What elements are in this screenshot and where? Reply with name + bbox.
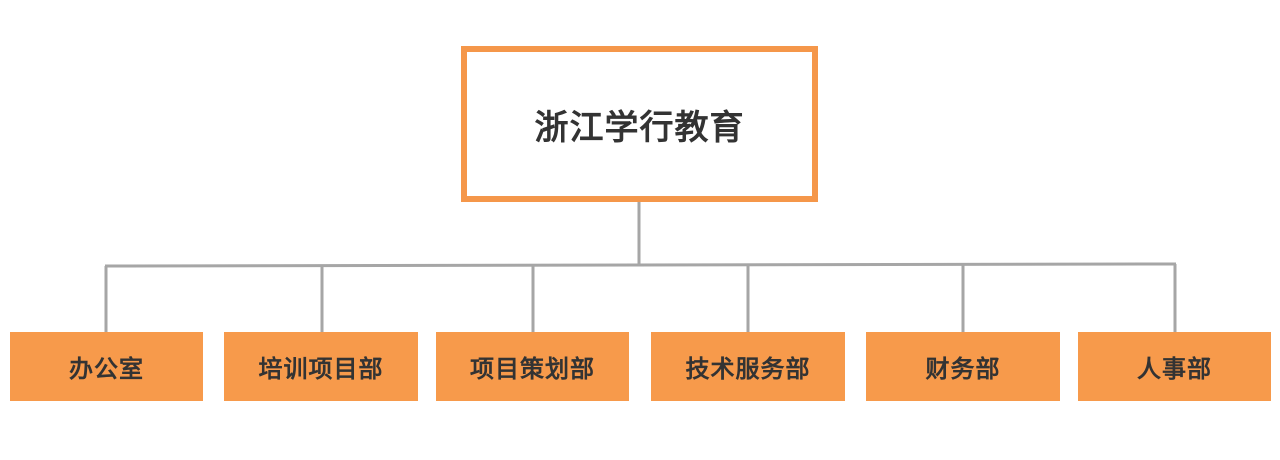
department-node-hr: 人事部 [1078,332,1271,401]
department-node-tech-service: 技术服务部 [651,332,845,401]
department-node-training: 培训项目部 [224,332,418,401]
department-label: 人事部 [1137,355,1212,383]
department-node-planning: 项目策划部 [436,332,629,401]
root-node-label: 浙江学行教育 [534,107,745,148]
department-label: 办公室 [69,355,144,383]
department-label: 技术服务部 [685,355,811,383]
horizontal-branch-line [104,262,1177,268]
department-label: 培训项目部 [258,355,384,383]
department-label: 项目策划部 [470,355,595,383]
department-node-finance: 财务部 [866,332,1060,401]
department-label: 财务部 [925,355,1001,383]
root-node: 浙江学行教育 [461,46,818,202]
department-node-office: 办公室 [10,332,203,401]
